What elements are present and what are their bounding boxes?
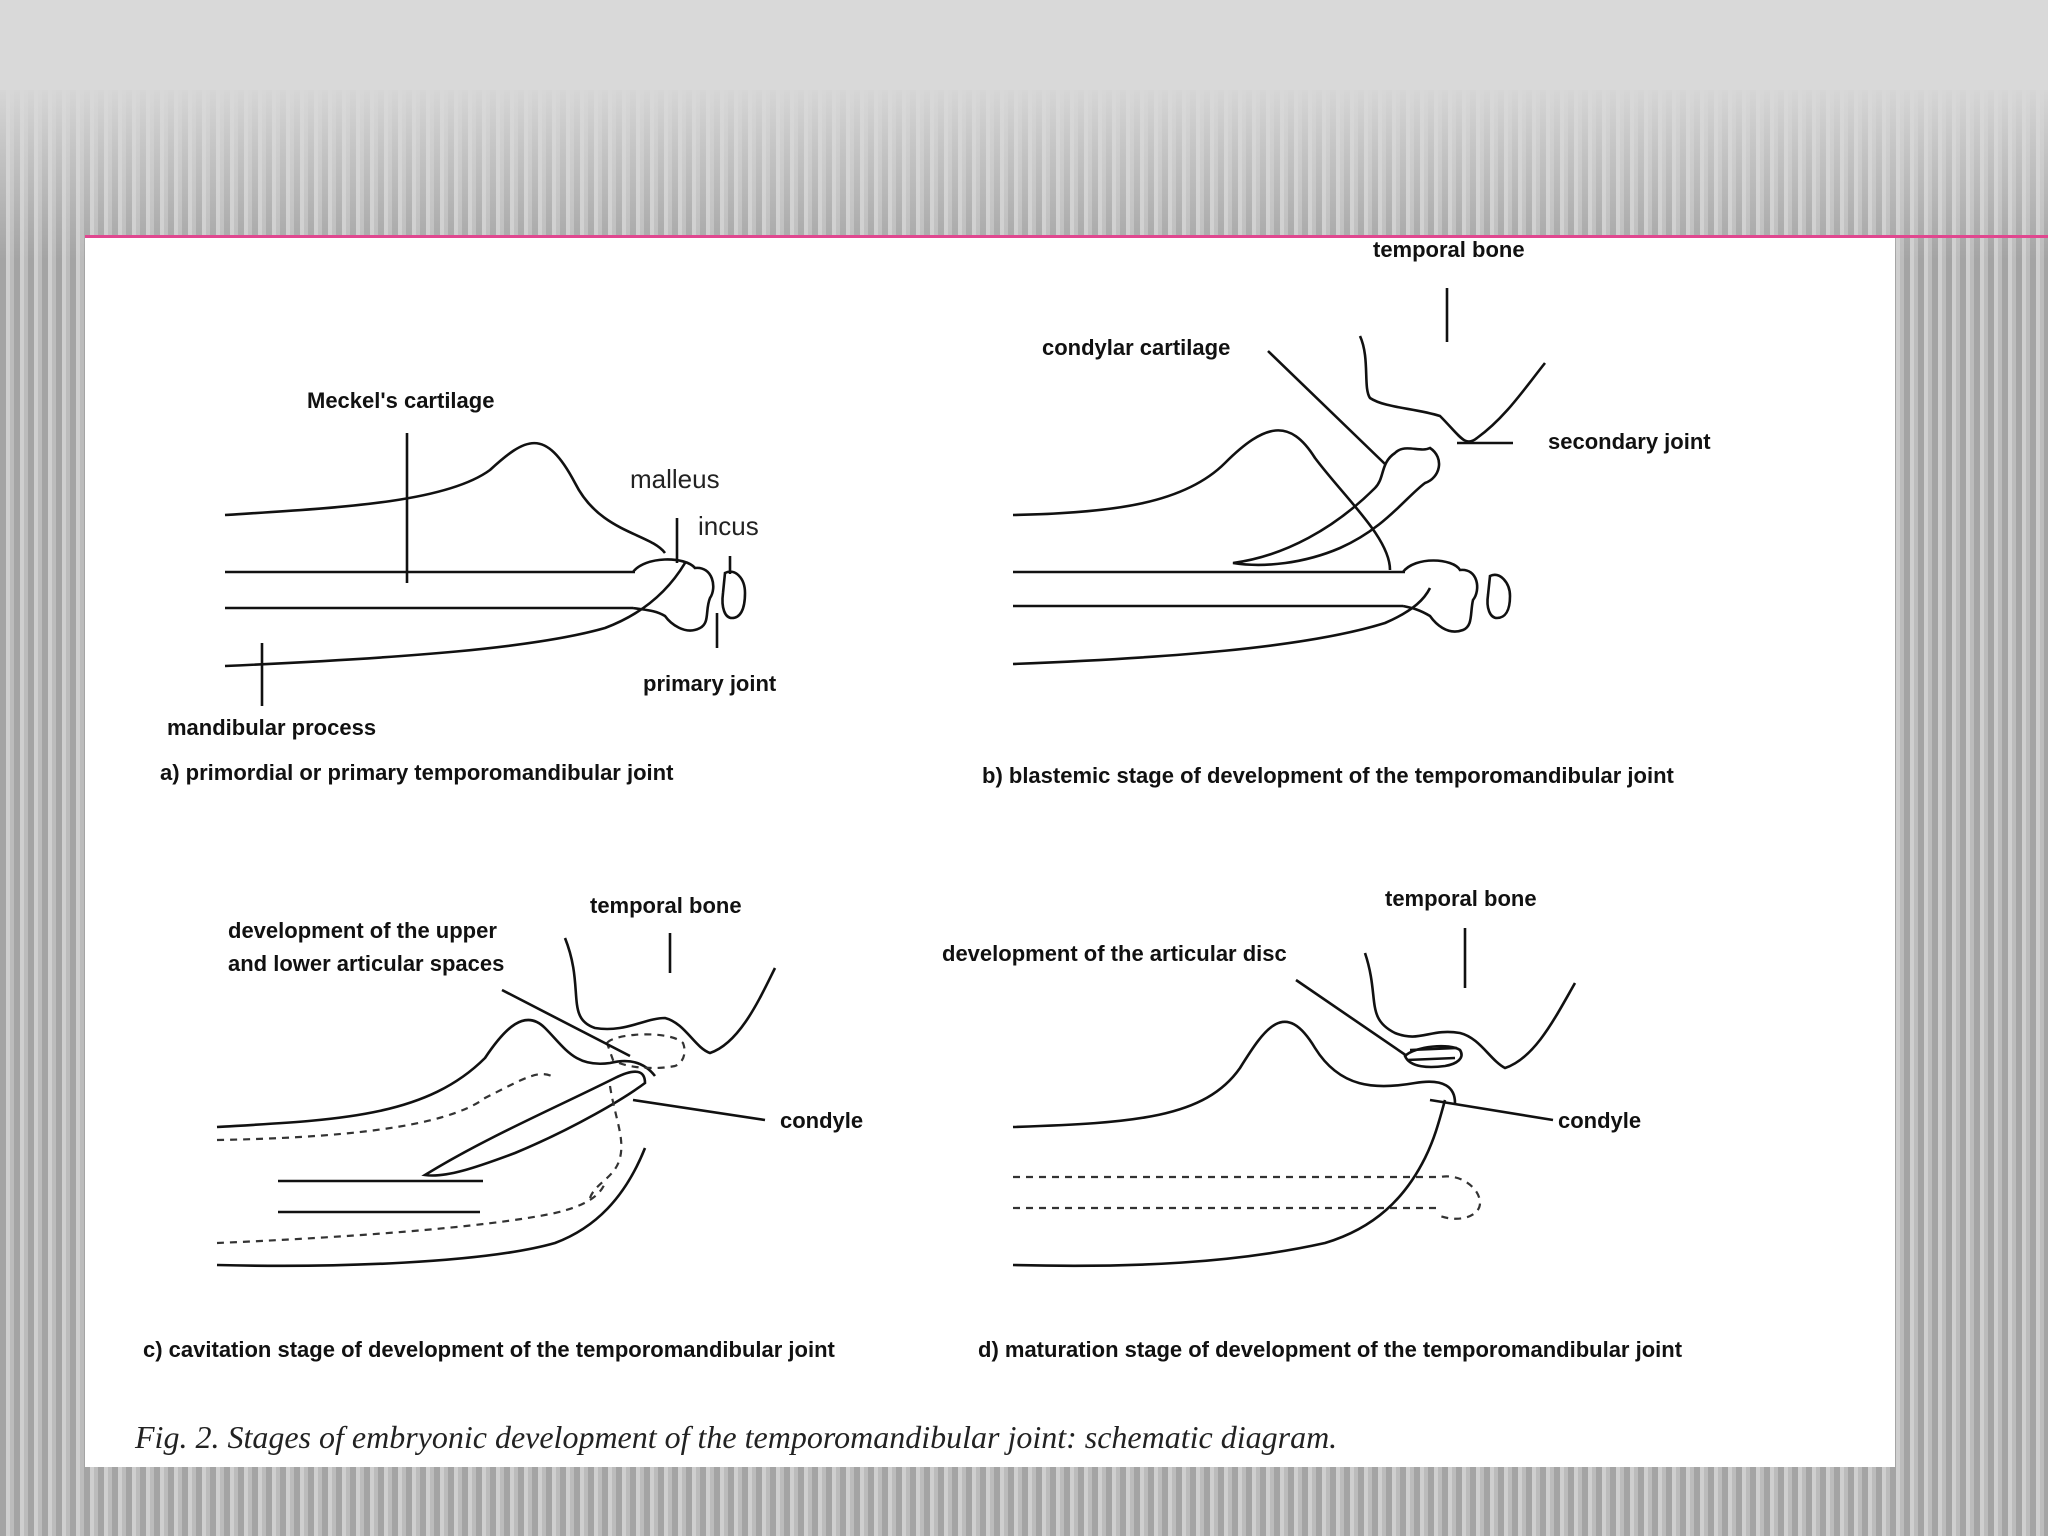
label-condylar-cartilage: condylar cartilage: [1042, 335, 1230, 360]
tmj-development-diagram: Meckel's cartilage malleus incus primary…: [85, 238, 1895, 1467]
panel-a-mandibular-outline: [225, 443, 665, 553]
panel-c-drawing: [217, 933, 775, 1266]
label-malleus: malleus: [630, 464, 720, 494]
label-primary-joint: primary joint: [643, 671, 777, 696]
label-temporal-bone-d: temporal bone: [1385, 886, 1537, 911]
figure-panel: Meckel's cartilage malleus incus primary…: [85, 238, 1895, 1467]
panel-d-temporal-bone: [1365, 953, 1575, 1068]
label-condyle-c: condyle: [780, 1108, 863, 1133]
label-incus: incus: [698, 511, 759, 541]
panel-a-lower-outline: [225, 563, 685, 666]
panel-a-incus: [722, 572, 745, 618]
label-articular-spaces-line2: and lower articular spaces: [228, 951, 504, 976]
panel-b-mandible-outline: [1013, 430, 1390, 570]
panel-b-incus: [1487, 575, 1510, 618]
panel-d-mandible-outline: [1013, 1022, 1455, 1127]
panel-b-lower-outline: [1013, 588, 1430, 664]
panel-c-leader-condyle: [633, 1100, 765, 1120]
label-temporal-bone-c: temporal bone: [590, 893, 742, 918]
panel-b-leader-condylar: [1268, 351, 1385, 464]
label-temporal-bone-b: temporal bone: [1373, 238, 1525, 262]
panel-b-condylar-cartilage: [1233, 448, 1439, 565]
label-articular-spaces-line1: development of the upper: [228, 918, 497, 943]
label-meckels-cartilage: Meckel's cartilage: [307, 388, 494, 413]
panel-b-malleus: [1403, 561, 1477, 632]
panel-d-leader-condyle: [1430, 1100, 1553, 1120]
slide-header-band: [0, 0, 2048, 90]
figure-caption: Fig. 2. Stages of embryonic development …: [134, 1419, 1337, 1455]
panel-d-disc-line2: [1407, 1058, 1455, 1060]
label-secondary-joint: secondary joint: [1548, 429, 1711, 454]
label-mandibular-process: mandibular process: [167, 715, 376, 740]
panel-a-malleus: [633, 559, 713, 630]
caption-panel-c: c) cavitation stage of development of th…: [143, 1337, 836, 1362]
panel-b-temporal-bone: [1360, 336, 1545, 442]
caption-panel-a: a) primordial or primary temporomandibul…: [160, 760, 674, 785]
panel-d-drawing: [1013, 928, 1575, 1266]
panel-c-dashed-upper: [217, 1074, 555, 1140]
caption-panel-d: d) maturation stage of development of th…: [978, 1337, 1683, 1362]
caption-panel-b: b) blastemic stage of development of the…: [982, 763, 1675, 788]
panel-c-leader-articular: [502, 990, 630, 1056]
panel-c-condyle: [425, 1072, 645, 1176]
panel-c-lower-outline: [217, 1148, 645, 1266]
label-condyle-d: condyle: [1558, 1108, 1641, 1133]
label-articular-disc: development of the articular disc: [942, 941, 1287, 966]
